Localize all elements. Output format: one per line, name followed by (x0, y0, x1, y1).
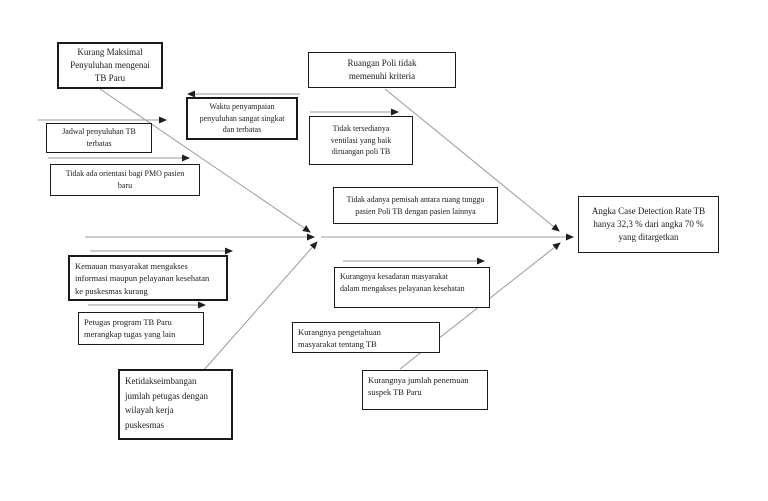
cause-box-petugas-merangkap-label: Petugas program TB Paru merangkap tugas … (84, 317, 176, 340)
rib-top-left (99, 88, 311, 233)
cause-box-ruangan-poli-label: Ruangan Poli tidak memenuhi kriteria (347, 57, 417, 81)
rib-bottom-left (202, 241, 318, 372)
cause-box-ventilasi: Tidak tersedianya ventilasi yang baik di… (309, 116, 413, 165)
rib-top-right (384, 88, 560, 232)
cause-box-kemauan-masyarakat: Kemauan masyarakat mengakses informasi m… (68, 255, 228, 301)
cause-box-kurang-penyuluhan-label: Kurang Maksimal Penyuluhan mengenai TB P… (70, 46, 150, 84)
cause-box-kemauan-masyarakat-label: Kemauan masyarakat mengakses informasi m… (75, 261, 210, 296)
cause-box-jadwal-penyuluhan: Jadwal penyuluhan TB terbatas (46, 123, 152, 153)
effect-box-label: Angka Case Detection Rate TB hanya 32,3 … (591, 205, 706, 243)
cause-box-pengetahuan-masyarakat: Kurangnya pengetahuan masyarakat tentang… (292, 322, 440, 353)
cause-box-ketidakseimbangan-label: Ketidakseimbangan jumlah petugas dengan … (125, 376, 208, 430)
cause-box-pengetahuan-masyarakat-label: Kurangnya pengetahuan masyarakat tentang… (298, 327, 381, 350)
cause-box-penemuan-suspek-label: Kurangnya jumlah penemuan suspek TB Paru (368, 375, 469, 398)
cause-box-ketidakseimbangan: Ketidakseimbangan jumlah petugas dengan … (118, 369, 233, 440)
cause-box-ruangan-poli: Ruangan Poli tidak memenuhi kriteria (308, 52, 456, 88)
effect-box: Angka Case Detection Rate TB hanya 32,3 … (578, 196, 719, 253)
cause-box-tidak-ada-orientasi: Tidak ada orientasi bagi PMO pasien baru (50, 164, 200, 196)
cause-box-jadwal-penyuluhan-label: Jadwal penyuluhan TB terbatas (62, 127, 136, 148)
cause-box-petugas-merangkap: Petugas program TB Paru merangkap tugas … (78, 312, 204, 345)
cause-box-waktu-penyampaian: Waktu penyampaian penyuluhan sangat sing… (186, 97, 298, 140)
cause-box-kesadaran-masyarakat-label: Kurangnya kesadaran masyarakat dalam men… (340, 272, 465, 293)
cause-box-pemisah-ruang-tunggu: Tidak adanya pemisah antara ruang tunggu… (333, 187, 498, 224)
cause-box-tidak-ada-orientasi-label: Tidak ada orientasi bagi PMO pasien baru (65, 169, 185, 190)
cause-box-kurang-penyuluhan: Kurang Maksimal Penyuluhan mengenai TB P… (57, 42, 163, 89)
cause-box-waktu-penyampaian-label: Waktu penyampaian penyuluhan sangat sing… (199, 102, 285, 135)
cause-box-ventilasi-label: Tidak tersedianya ventilasi yang baik di… (330, 124, 392, 157)
cause-box-penemuan-suspek: Kurangnya jumlah penemuan suspek TB Paru (362, 370, 488, 410)
cause-box-kesadaran-masyarakat: Kurangnya kesadaran masyarakat dalam men… (334, 267, 490, 308)
cause-box-pemisah-ruang-tunggu-label: Tidak adanya pemisah antara ruang tunggu… (346, 194, 485, 216)
